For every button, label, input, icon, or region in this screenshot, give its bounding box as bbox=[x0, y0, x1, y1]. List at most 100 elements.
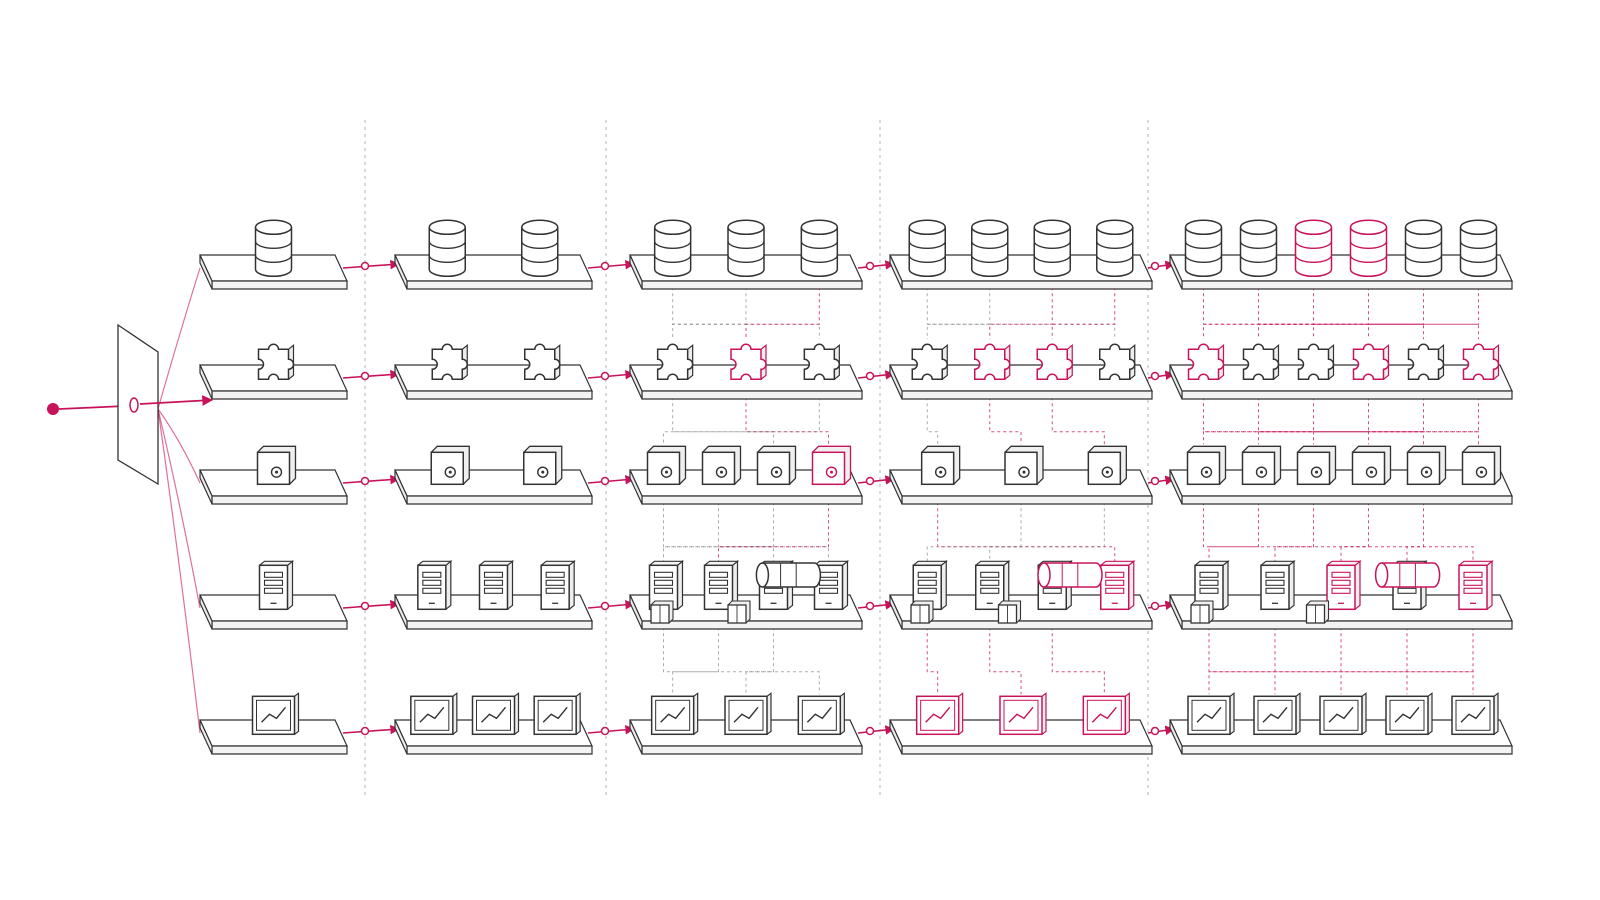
server-icon bbox=[1260, 560, 1296, 611]
dashboard-icon bbox=[410, 692, 458, 736]
layer-dashboard-platform bbox=[629, 692, 863, 755]
dashboard-icon bbox=[1187, 692, 1235, 736]
server-icon bbox=[478, 560, 515, 611]
module-icon bbox=[1406, 445, 1447, 486]
stage-link bbox=[342, 369, 400, 380]
module-icon bbox=[1461, 445, 1502, 486]
stage-5 bbox=[1169, 219, 1513, 755]
source-link bbox=[58, 405, 127, 410]
database-icon bbox=[1033, 219, 1071, 278]
database-icon bbox=[653, 219, 692, 278]
queue-icon bbox=[1037, 562, 1103, 588]
dashboard-icon bbox=[1319, 692, 1367, 736]
junction-node bbox=[1150, 601, 1160, 611]
cross-layer-link bbox=[1313, 385, 1424, 445]
server-icon bbox=[703, 560, 740, 611]
cross-layer-link bbox=[672, 615, 719, 695]
cross-layer-link bbox=[672, 275, 747, 340]
cross-layer-link bbox=[989, 490, 1105, 570]
cross-layer-link bbox=[1208, 615, 1276, 695]
puzzle-icon bbox=[730, 343, 767, 381]
module-icon bbox=[256, 445, 297, 486]
cross-layer-link bbox=[663, 615, 820, 695]
stage-link bbox=[857, 475, 895, 485]
layer-puzzle-platform bbox=[199, 343, 348, 400]
puzzle-icon bbox=[1036, 343, 1073, 381]
module-icon bbox=[756, 445, 797, 486]
cross-layer-link bbox=[672, 385, 774, 445]
cross-layer-link bbox=[1051, 275, 1116, 340]
puzzle-icon bbox=[1297, 343, 1335, 381]
server-icon bbox=[417, 560, 453, 611]
stage-link bbox=[342, 724, 400, 735]
junction-node bbox=[865, 601, 875, 611]
junction-node bbox=[360, 261, 370, 271]
puzzle-icon bbox=[1407, 343, 1445, 381]
stage-2 bbox=[394, 219, 593, 755]
puzzle-icon bbox=[803, 343, 841, 381]
dashboard-icon bbox=[915, 692, 964, 736]
dashboard-icon bbox=[533, 692, 581, 736]
cross-layer-link bbox=[1258, 385, 1369, 445]
database-icon bbox=[1459, 219, 1498, 278]
database-icon bbox=[1096, 219, 1134, 278]
cross-layer-link bbox=[989, 275, 1053, 340]
database-icon bbox=[971, 219, 1009, 278]
database-icon bbox=[727, 219, 765, 278]
layer-server-platform bbox=[889, 560, 1153, 630]
puzzle-icon bbox=[974, 343, 1011, 381]
layer-server-platform bbox=[199, 560, 348, 630]
module-icon bbox=[1296, 445, 1337, 486]
junction-node bbox=[865, 371, 875, 381]
box-icon bbox=[1305, 600, 1330, 624]
layer-database-platform bbox=[394, 219, 593, 290]
cross-layer-link bbox=[1203, 385, 1314, 445]
layer-module-platform bbox=[889, 445, 1153, 505]
queue-icon bbox=[1374, 562, 1441, 588]
layer-server-platform bbox=[394, 560, 593, 630]
junction-node bbox=[360, 371, 370, 381]
module-icon bbox=[1241, 445, 1282, 486]
module-icon bbox=[1351, 445, 1392, 486]
junction-node bbox=[600, 261, 610, 271]
database-icon bbox=[254, 219, 293, 278]
layer-dashboard-platform bbox=[394, 692, 593, 755]
queue-icon bbox=[755, 562, 822, 588]
stage-1 bbox=[199, 219, 348, 755]
cross-layer-link bbox=[926, 615, 939, 695]
puzzle-icon bbox=[524, 343, 561, 381]
cross-layer-link bbox=[1368, 385, 1479, 445]
cross-layer-link bbox=[745, 275, 820, 340]
stage-layer bbox=[199, 219, 1513, 755]
layer-database-platform bbox=[889, 219, 1153, 290]
dashboard-icon bbox=[471, 692, 520, 736]
module-icon bbox=[811, 445, 852, 486]
layer-puzzle-platform bbox=[889, 343, 1153, 400]
dashboard-icon bbox=[1082, 692, 1130, 736]
dashboard-icon bbox=[251, 692, 300, 736]
junction-node bbox=[865, 476, 875, 486]
module-icon bbox=[646, 445, 687, 486]
junction-node bbox=[600, 476, 610, 486]
gateway-port bbox=[129, 397, 139, 413]
module-icon bbox=[523, 445, 563, 486]
layer-server-platform bbox=[629, 560, 863, 630]
cross-layer-link bbox=[926, 275, 1116, 340]
junction-node bbox=[600, 371, 610, 381]
cross-layer-link bbox=[989, 385, 1022, 445]
stage-link bbox=[857, 260, 895, 270]
layer-puzzle-platform bbox=[394, 343, 593, 400]
dashboard-icon bbox=[724, 692, 772, 736]
stage-link bbox=[342, 474, 400, 485]
module-icon bbox=[430, 445, 470, 486]
dashboard-icon bbox=[797, 692, 845, 736]
database-icon bbox=[1404, 219, 1443, 278]
database-icon bbox=[1184, 219, 1223, 278]
cross-layer-link bbox=[1274, 615, 1342, 695]
stage-link bbox=[587, 599, 635, 610]
stage-link bbox=[587, 259, 635, 270]
stage-3 bbox=[629, 219, 863, 755]
server-icon bbox=[1100, 560, 1136, 611]
